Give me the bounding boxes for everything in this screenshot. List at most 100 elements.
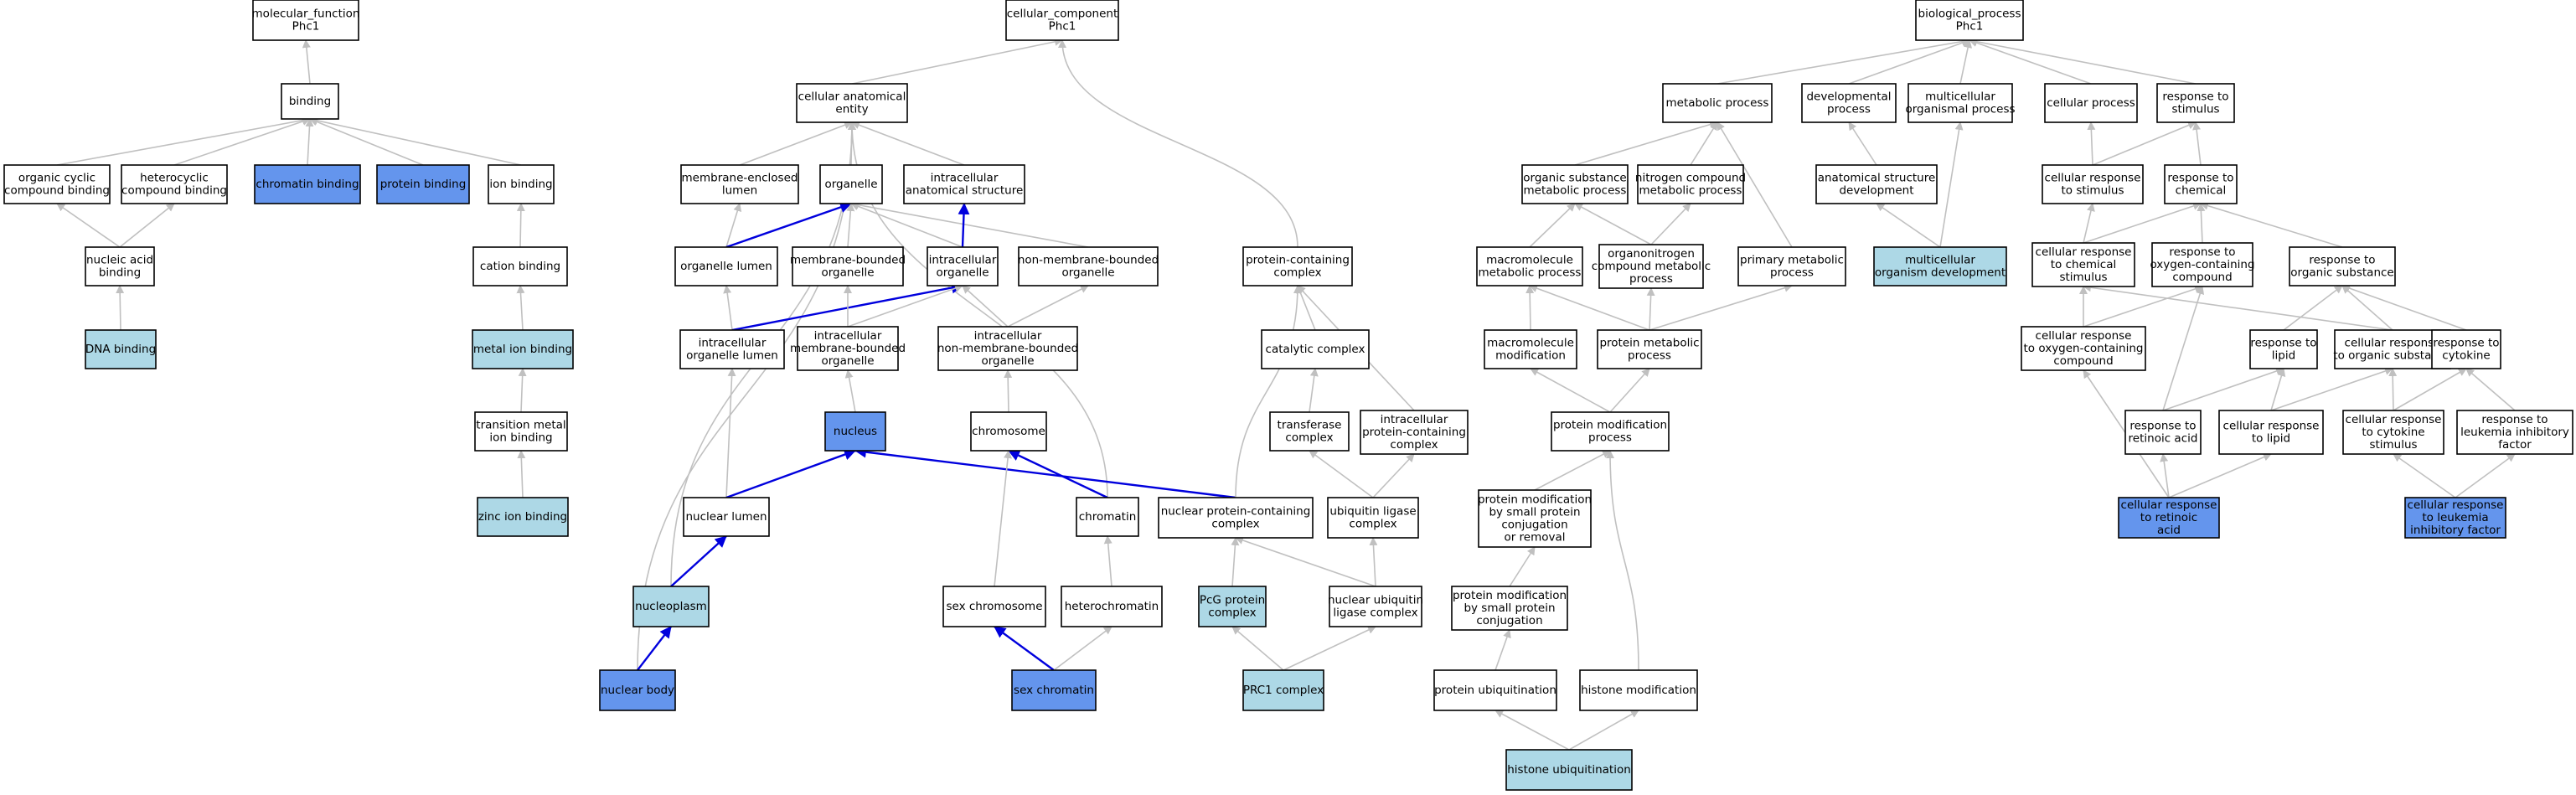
node-ion-binding[interactable]: ion binding	[488, 164, 555, 204]
node-label-line: retinoic acid	[2129, 432, 2198, 446]
node-zinc-ion[interactable]: zinc ion binding	[477, 497, 569, 537]
node-metabolic[interactable]: metabolic process	[1662, 83, 1773, 123]
node-nucleoplasm[interactable]: nucleoplasm	[632, 586, 710, 627]
node-dna-binding[interactable]: DNA binding	[85, 329, 157, 369]
node-label-line: to lipid	[2252, 432, 2290, 446]
node-sex-chromosome[interactable]: sex chromosome	[942, 586, 1046, 627]
node-label-line: to organic substance	[2333, 349, 2451, 363]
node-label-line: complex	[1349, 518, 1396, 531]
node-label-line: organic cyclic	[18, 172, 96, 185]
node-metal-ion[interactable]: metal ion binding	[472, 329, 574, 369]
node-nuclear-lumen[interactable]: nuclear lumen	[683, 497, 770, 537]
node-sex-chromatin[interactable]: sex chromatin	[1011, 669, 1097, 711]
edge-protein_containing-to-cc_root	[1058, 39, 1298, 248]
node-label-line: compound binding	[121, 184, 227, 198]
node-heterochromatin[interactable]: heterochromatin	[1061, 586, 1163, 627]
node-box	[1158, 497, 1314, 539]
edge-metabolic-to-bp_root	[1716, 37, 1970, 85]
node-label-line: or removal	[1504, 531, 1565, 545]
node-label-line: response to	[2481, 413, 2548, 426]
node-nucleus[interactable]: nucleus	[824, 411, 886, 452]
node-box	[1907, 83, 2013, 123]
node-cation-binding[interactable]: cation binding	[472, 246, 568, 287]
node-chromatin-binding[interactable]: chromatin binding	[254, 164, 361, 204]
node-box	[2342, 410, 2444, 455]
node-chromatin[interactable]: chromatin	[1076, 497, 1139, 537]
node-box	[1873, 246, 2007, 287]
node-box	[1551, 411, 1670, 452]
node-protein-binding[interactable]: protein binding	[376, 164, 470, 204]
node-label-line: ion binding	[489, 178, 552, 191]
node-nuclear-body[interactable]: nuclear body	[599, 669, 676, 711]
node-protein-ubiquitination[interactable]: protein ubiquitination	[1433, 669, 1557, 711]
node-histone-modification[interactable]: histone modification	[1579, 669, 1698, 711]
node-organelle-lumen[interactable]: organelle lumen	[674, 246, 778, 287]
node-chromosome[interactable]: chromosome	[970, 411, 1047, 452]
node-catalytic-complex[interactable]: catalytic complex	[1261, 329, 1370, 369]
node-intracellular-nmbo[interactable]: intracellularnon-membrane-boundedorganel…	[937, 326, 1078, 371]
node-label-line: non-membrane-bounded	[1018, 254, 1159, 267]
node-histone-ubiquitination[interactable]: histone ubiquitination	[1505, 749, 1633, 791]
node-cellular-process[interactable]: cellular process	[2044, 83, 2138, 123]
node-box	[1360, 410, 1469, 455]
node-prc1[interactable]: PRC1 complex	[1242, 669, 1324, 711]
node-organelle[interactable]: organelle	[819, 164, 883, 204]
edge-protein_mod_small_conj-to-protein_mod_small	[1509, 546, 1536, 587]
node-label-line: response to	[2167, 172, 2233, 185]
edge-membrane_enclosed-to-cae	[739, 121, 853, 166]
node-binding[interactable]: binding	[281, 83, 339, 120]
